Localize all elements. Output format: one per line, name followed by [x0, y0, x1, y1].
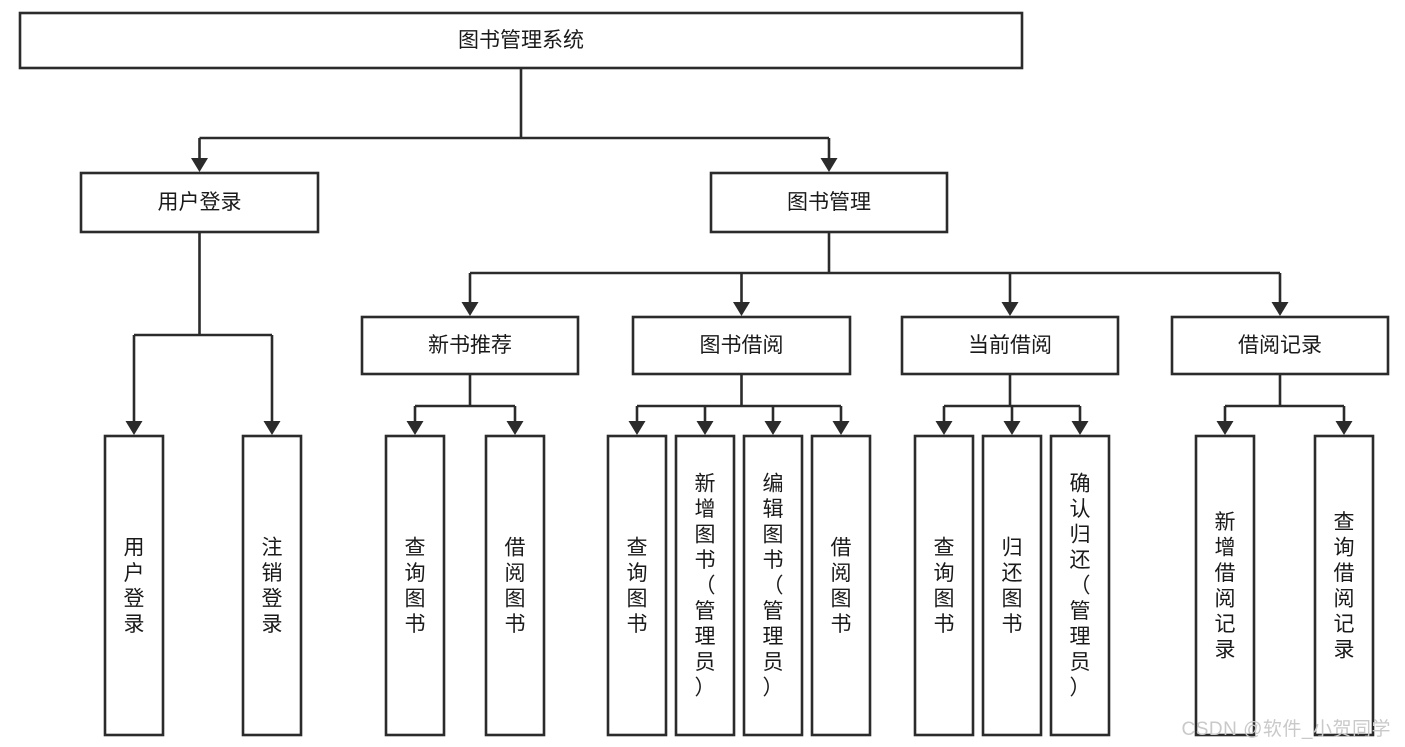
edge-user-login-to-leaf-user-login-arrowhead — [125, 421, 143, 435]
edge-current-borrow-to-leaf-confirm-return-admin-arrowhead — [1071, 421, 1089, 435]
node-box-leaf-borrow-book-rec — [484, 434, 546, 737]
edge-borrow-record-to-leaf-query-borrow-record-arrowhead — [1335, 421, 1353, 435]
node-box-leaf-query-book-rec — [384, 434, 446, 737]
node-leaf-add-borrow-record[interactable]: 新增借阅记录 — [1194, 434, 1256, 737]
node-label-book-manage: 图书管理 — [787, 191, 871, 214]
node-box-leaf-borrow-book — [810, 434, 872, 737]
node-layer: 图书管理系统用户登录图书管理新书推荐图书借阅当前借阅借阅记录用户登录注销登录查询… — [18, 11, 1390, 737]
node-leaf-logout[interactable]: 注销登录 — [241, 434, 303, 737]
node-box-root — [18, 11, 1024, 70]
node-user-login[interactable]: 用户登录 — [79, 171, 320, 234]
node-label-current-borrow: 当前借阅 — [968, 334, 1052, 357]
node-label-root: 图书管理系统 — [458, 29, 584, 52]
node-box-leaf-query-book-borrow — [606, 434, 668, 737]
node-label-book-borrow: 图书借阅 — [700, 334, 784, 357]
node-label-leaf-query-book-current: 查询图书 — [934, 536, 955, 636]
edge-book-borrow-to-leaf-add-book-admin-arrowhead — [696, 421, 714, 435]
node-box-leaf-confirm-return-admin — [1049, 434, 1111, 737]
node-current-borrow[interactable]: 当前借阅 — [900, 315, 1120, 376]
node-new-book-recommend[interactable]: 新书推荐 — [360, 315, 580, 376]
node-leaf-query-book-rec[interactable]: 查询图书 — [384, 434, 446, 737]
node-leaf-query-book-current[interactable]: 查询图书 — [913, 434, 975, 737]
edge-root-to-book-manage-arrowhead — [820, 158, 838, 172]
edge-book-manage-to-book-borrow-arrowhead — [733, 302, 750, 316]
node-label-leaf-borrow-book-rec: 借阅图书 — [505, 536, 526, 636]
edge-book-manage-to-new-book-recommend-arrowhead — [461, 302, 479, 316]
node-label-borrow-record: 借阅记录 — [1238, 334, 1322, 357]
edge-new-book-recommend-to-leaf-borrow-book-rec-arrowhead — [506, 421, 524, 435]
node-box-leaf-query-book-current — [913, 434, 975, 737]
edge-current-borrow-to-leaf-query-book-current-arrowhead — [935, 421, 953, 435]
node-box-leaf-query-borrow-record — [1313, 434, 1375, 737]
node-leaf-return-book[interactable]: 归还图书 — [981, 434, 1043, 737]
node-label-leaf-edit-book-admin: 编辑图书（管理员） — [763, 473, 784, 700]
edge-new-book-recommend-to-leaf-query-book-rec-arrowhead — [406, 421, 424, 435]
node-label-user-login: 用户登录 — [158, 191, 242, 214]
node-box-leaf-user-login — [103, 434, 165, 737]
edge-book-borrow-to-leaf-borrow-book-arrowhead — [832, 421, 850, 435]
edge-root-to-user-login-arrowhead — [191, 158, 208, 172]
node-box-leaf-add-book-admin — [674, 434, 736, 737]
node-label-leaf-query-book-borrow: 查询图书 — [627, 536, 648, 636]
node-box-leaf-return-book — [981, 434, 1043, 737]
node-leaf-add-book-admin[interactable]: 新增图书（管理员） — [674, 434, 736, 737]
edge-user-login-to-leaf-logout-arrowhead — [263, 421, 281, 435]
node-label-leaf-borrow-book: 借阅图书 — [831, 536, 852, 636]
node-label-leaf-confirm-return-admin: 确认归还（管理员） — [1070, 473, 1091, 700]
node-label-leaf-add-borrow-record: 新增借阅记录 — [1215, 511, 1236, 662]
node-label-new-book-recommend: 新书推荐 — [428, 334, 512, 357]
node-box-book-borrow — [631, 315, 852, 376]
edge-book-manage-to-current-borrow-arrowhead — [1001, 302, 1019, 316]
node-label-leaf-add-book-admin: 新增图书（管理员） — [695, 473, 716, 700]
node-leaf-confirm-return-admin[interactable]: 确认归还（管理员） — [1049, 434, 1111, 737]
connector-layer — [125, 68, 1353, 435]
node-leaf-query-borrow-record[interactable]: 查询借阅记录 — [1313, 434, 1375, 737]
node-label-leaf-query-borrow-record: 查询借阅记录 — [1334, 511, 1355, 662]
node-box-user-login — [79, 171, 320, 234]
node-leaf-borrow-book[interactable]: 借阅图书 — [810, 434, 872, 737]
node-box-new-book-recommend — [360, 315, 580, 376]
node-label-leaf-return-book: 归还图书 — [1002, 536, 1023, 636]
node-leaf-query-book-borrow[interactable]: 查询图书 — [606, 434, 668, 737]
node-box-book-manage — [709, 171, 949, 234]
node-box-borrow-record — [1170, 315, 1390, 376]
node-label-leaf-logout: 注销登录 — [262, 536, 283, 636]
node-root[interactable]: 图书管理系统 — [18, 11, 1024, 70]
node-box-leaf-logout — [241, 434, 303, 737]
node-leaf-borrow-book-rec[interactable]: 借阅图书 — [484, 434, 546, 737]
edge-borrow-record-to-leaf-add-borrow-record-arrowhead — [1216, 421, 1234, 435]
node-book-manage[interactable]: 图书管理 — [709, 171, 949, 234]
node-box-leaf-add-borrow-record — [1194, 434, 1256, 737]
node-leaf-edit-book-admin[interactable]: 编辑图书（管理员） — [742, 434, 804, 737]
node-label-leaf-query-book-rec: 查询图书 — [405, 536, 426, 636]
node-book-borrow[interactable]: 图书借阅 — [631, 315, 852, 376]
edge-book-manage-to-borrow-record-arrowhead — [1271, 302, 1289, 316]
node-leaf-user-login[interactable]: 用户登录 — [103, 434, 165, 737]
node-label-leaf-user-login: 用户登录 — [124, 536, 145, 636]
node-box-leaf-edit-book-admin — [742, 434, 804, 737]
edge-book-borrow-to-leaf-query-book-borrow-arrowhead — [628, 421, 646, 435]
node-borrow-record[interactable]: 借阅记录 — [1170, 315, 1390, 376]
edge-book-borrow-to-leaf-edit-book-admin-arrowhead — [764, 421, 782, 435]
node-box-current-borrow — [900, 315, 1120, 376]
edge-current-borrow-to-leaf-return-book-arrowhead — [1003, 421, 1021, 435]
